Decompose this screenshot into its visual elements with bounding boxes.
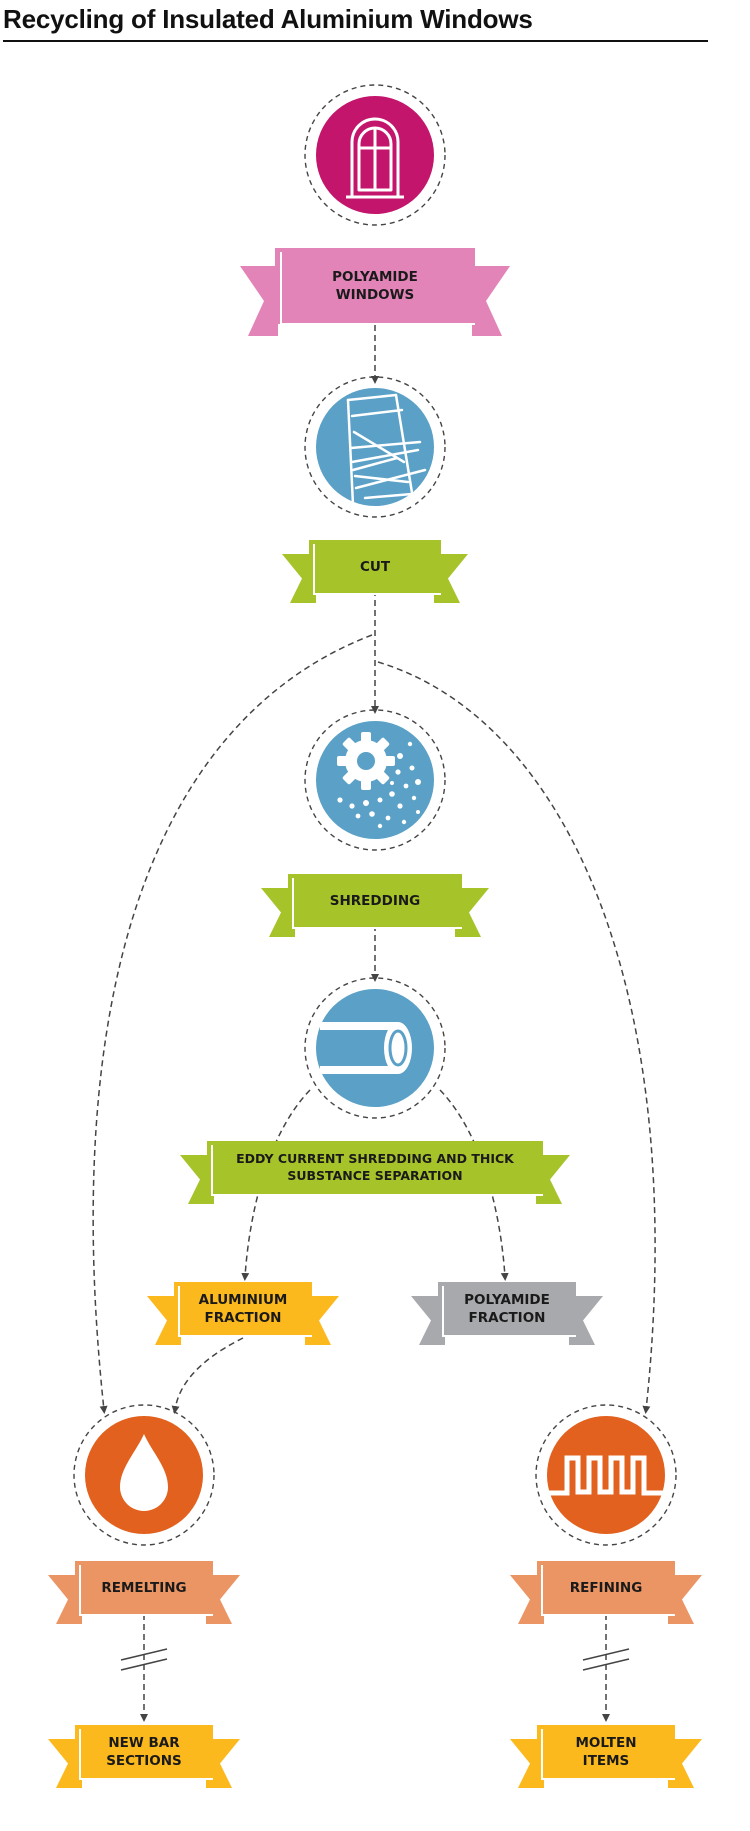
connector-aluminium-to-remelting [171,1337,244,1414]
ribbon-remelting [48,1561,240,1624]
step-node-refining [535,1404,677,1546]
gear-shredding-icon [337,732,421,829]
connectors [92,325,656,1722]
step-node-separation [304,977,446,1119]
connector-cut-to-remelting [92,634,373,1414]
ribbon-polyamide-fraction [411,1282,603,1345]
arched-window-icon [346,117,404,199]
diagram-title: Recycling of Insulated Aluminium Windows [3,4,533,34]
break-mark-remelting [120,1658,168,1671]
connector-cut-to-refining [377,661,656,1414]
drop-icon [120,1434,168,1511]
step-node-shredding [304,709,446,851]
break-mark-refining [582,1648,630,1661]
break-marks [120,1648,630,1671]
cut-profile-icon [346,393,427,507]
title-rule [3,40,708,42]
step-node-remelting [73,1404,215,1546]
ribbon-shredding [261,874,489,937]
ribbon-aluminium-fraction [147,1282,339,1345]
step-node-cut [304,376,446,518]
break-mark-refining [582,1658,630,1671]
heating-coil-icon [547,1455,665,1496]
ribbon-refining [510,1561,702,1624]
pipe-icon [320,1022,412,1074]
ribbon-molten-items [510,1725,702,1788]
connector-pipe-to-aluminium [241,1089,311,1281]
break-mark-remelting [120,1648,168,1661]
connector-pipe-to-polyamide [439,1089,509,1281]
ribbon-cut [282,540,468,603]
ribbon-polyamide-windows [240,248,510,336]
step-node-polyamide-windows [304,84,446,226]
ribbon-new-bar-sections [48,1725,240,1788]
ribbon-separation [180,1141,570,1204]
